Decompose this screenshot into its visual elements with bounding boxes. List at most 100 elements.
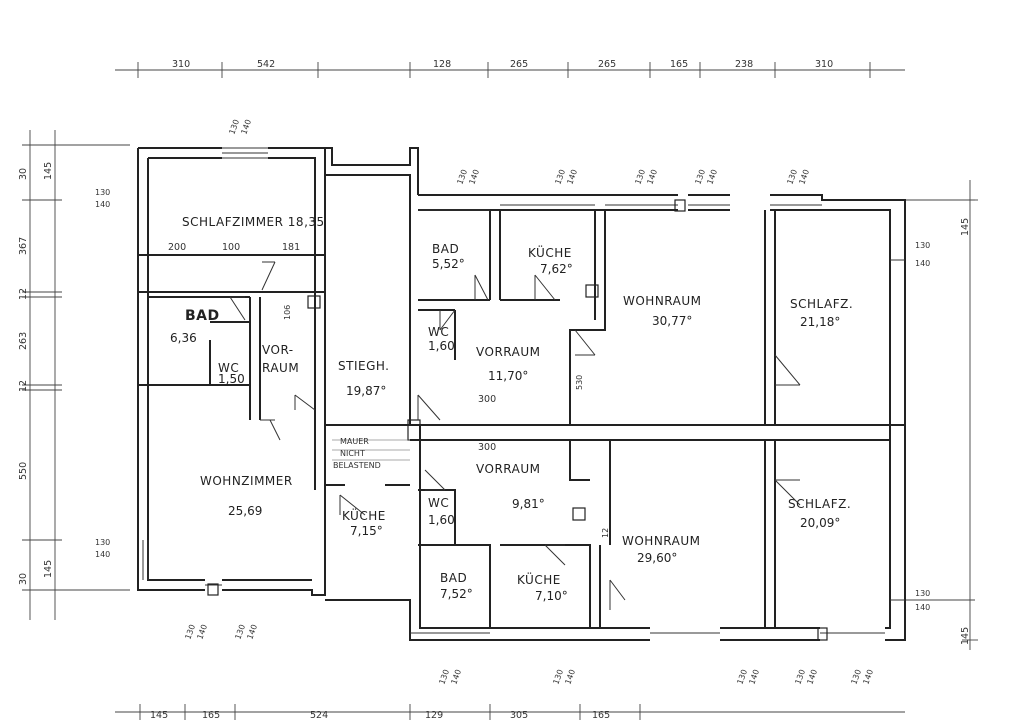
dim-top-6: 165 <box>670 59 688 70</box>
window-mark-20: 140 <box>245 623 259 640</box>
dim-top-5: 265 <box>598 59 616 70</box>
dim-inner-3: 181 <box>282 242 300 253</box>
dim-top-3: 128 <box>433 59 451 70</box>
room-bad-left-area: 6,36 <box>170 331 197 345</box>
dim-inner-1: 200 <box>168 242 186 253</box>
room-vorraum-left-label-1: VOR- <box>262 343 294 357</box>
window-mark-30: 140 <box>861 668 875 685</box>
dim-bottom-5: 305 <box>510 710 528 721</box>
room-wohnraum-bottom-label: WOHNRAUM <box>622 534 701 548</box>
dim-bottom-3: 524 <box>310 710 328 721</box>
dim-bottom-6: 165 <box>592 710 610 721</box>
room-wc-bottom-label: WC <box>428 496 449 510</box>
window-mark-18: 140 <box>195 623 209 640</box>
room-wohnraum-top-area: 30,77° <box>652 314 692 328</box>
room-wohnzimmer-area: 25,69 <box>228 504 262 518</box>
room-stiegenhaus-area: 19,87° <box>346 384 386 398</box>
window-mark-5: 130 <box>95 538 110 547</box>
window-mark-14: 140 <box>705 168 719 185</box>
dim-left-7: 550 <box>18 462 29 480</box>
window-openings <box>142 147 905 634</box>
window-mark-6: 140 <box>95 550 110 559</box>
window-mark-10: 140 <box>565 168 579 185</box>
room-kueche-left-area: 7,15° <box>350 524 383 538</box>
room-bad-bottom-label: BAD <box>440 571 467 585</box>
room-schlafz-top-area: 21,18° <box>800 315 840 329</box>
dim-top-7: 238 <box>735 59 753 70</box>
room-wohnraum-top-label: WOHNRAUM <box>623 294 702 308</box>
room-wc-left-label: WC <box>218 361 239 375</box>
dim-left-5: 263 <box>18 332 29 350</box>
dim-left-9: 30 <box>18 573 29 585</box>
room-schlafz-top-label: SCHLAFZ. <box>790 297 853 311</box>
room-kueche-left-label: KÜCHE <box>342 507 386 523</box>
room-vorraum-bottom-area: 9,81° <box>512 497 545 511</box>
dim-right-5: 140 <box>915 603 930 612</box>
room-vorraum-bottom-label: VORRAUM <box>476 462 540 476</box>
dimension-lines <box>22 62 978 720</box>
note-mauer-2: NICHT <box>340 449 365 458</box>
dim-inner-4: 300 <box>478 394 496 405</box>
dim-top-1: 310 <box>172 59 190 70</box>
dim-inner-2: 100 <box>222 242 240 253</box>
dim-left-6: 12 <box>18 380 29 392</box>
window-mark-12: 140 <box>645 168 659 185</box>
room-vorraum-top-area: 11,70° <box>488 369 528 383</box>
dim-inner-5: 300 <box>478 442 496 453</box>
room-wc-left-area: 1,50 <box>218 372 245 386</box>
dim-bottom-2: 165 <box>202 710 220 721</box>
dim-left-1: 30 <box>18 168 29 180</box>
note-mauer-1: MAUER <box>340 437 369 446</box>
dim-inner-7: 530 <box>575 375 584 390</box>
dim-left-3: 367 <box>18 237 29 255</box>
dim-bottom-4: 129 <box>425 710 443 721</box>
room-schlafz-bottom-area: 20,09° <box>800 516 840 530</box>
room-schlafzimmer-label: SCHLAFZIMMER 18,35 <box>182 215 325 229</box>
dim-right-6: 145 <box>960 627 971 645</box>
dim-left-2: 145 <box>43 162 54 180</box>
room-bad-bottom-area: 7,52° <box>440 587 473 601</box>
room-bad-top-area: 5,52° <box>432 257 465 271</box>
room-wohnzimmer-label: WOHNZIMMER <box>200 474 293 488</box>
window-mark-3: 130 <box>95 188 110 197</box>
window-mark-26: 140 <box>747 668 761 685</box>
room-schlafz-bottom-label: SCHLAFZ. <box>788 497 851 511</box>
dim-inner-6: 106 <box>283 305 292 320</box>
dim-right-2: 130 <box>915 241 930 250</box>
room-stiegenhaus-label: STIEGH. <box>338 359 390 373</box>
room-kueche-top-area: 7,62° <box>540 262 573 276</box>
room-wc-bottom-area: 1,60 <box>428 513 455 527</box>
dim-right-1: 145 <box>960 218 971 236</box>
window-mark-2: 140 <box>239 118 253 135</box>
dim-right-3: 140 <box>915 259 930 268</box>
room-kueche-top-label: KÜCHE <box>528 244 572 260</box>
dim-left-4: 12 <box>18 288 29 300</box>
dim-top-2: 542 <box>257 59 275 70</box>
room-vorraum-left-label-2: RAUM <box>262 361 299 375</box>
window-mark-16: 140 <box>797 168 811 185</box>
room-kueche-bottom-label: KÜCHE <box>517 571 561 587</box>
window-mark-8: 140 <box>467 168 481 185</box>
window-mark-24: 140 <box>563 668 577 685</box>
dim-right-4: 130 <box>915 589 930 598</box>
room-bad-top-label: BAD <box>432 242 459 256</box>
door-swings <box>229 261 801 610</box>
room-wc-top-label: WC <box>428 325 449 339</box>
dim-top-4: 265 <box>510 59 528 70</box>
room-kueche-bottom-area: 7,10° <box>535 589 568 603</box>
window-mark-4: 140 <box>95 200 110 209</box>
room-vorraum-top-label: VORRAUM <box>476 345 540 359</box>
room-wohnraum-bottom-area: 29,60° <box>637 551 677 565</box>
note-mauer-3: BELASTEND <box>333 461 381 470</box>
dim-top-8: 310 <box>815 59 833 70</box>
room-wc-top-area: 1,60 <box>428 339 455 353</box>
room-bad-left-label: BAD <box>185 308 220 324</box>
wall-markers <box>207 199 828 641</box>
dim-left-8: 145 <box>43 560 54 578</box>
dim-inner-8: 12 <box>601 528 610 538</box>
window-mark-22: 140 <box>449 668 463 685</box>
dim-bottom-1: 145 <box>150 710 168 721</box>
window-mark-28: 140 <box>805 668 819 685</box>
stair-treads <box>332 439 410 461</box>
